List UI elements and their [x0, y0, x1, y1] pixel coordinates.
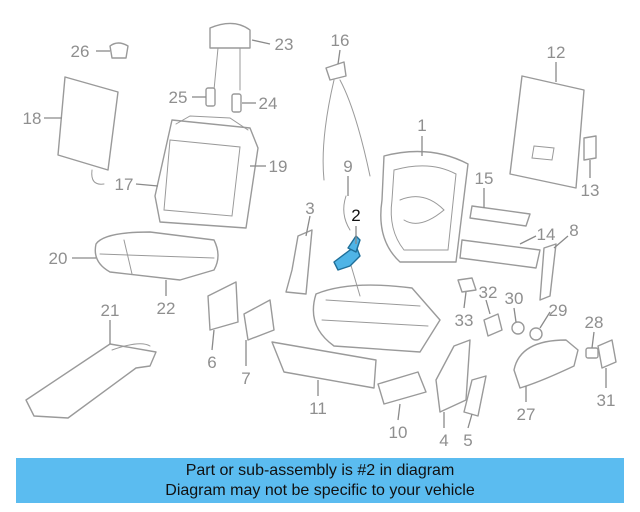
leader-29	[539, 311, 551, 329]
part-24-guide	[231, 93, 242, 113]
part-11-trim	[271, 341, 377, 389]
part-5-trim	[463, 375, 487, 417]
callout-21: 21	[101, 301, 120, 320]
callout-20: 20	[49, 249, 68, 268]
part-21-floor-mat	[25, 343, 157, 419]
part-20-22-seat-cushion	[94, 231, 219, 281]
banner-line-1: Part or sub-assembly is #2 in diagram	[185, 462, 455, 479]
part-25-guide	[205, 87, 216, 107]
part-15-rail	[469, 205, 531, 227]
callout-26: 26	[71, 42, 90, 61]
callout-3: 3	[305, 199, 314, 218]
leader-28	[591, 331, 595, 349]
callout-8: 8	[569, 221, 578, 240]
callout-33: 33	[455, 311, 474, 330]
callout-27: 27	[517, 405, 536, 424]
leader-32	[485, 299, 491, 315]
part-8-trim	[539, 243, 557, 301]
callout-12: 12	[547, 43, 566, 62]
callout-9: 9	[343, 157, 352, 176]
part-29-cap	[529, 327, 543, 341]
part-6-panel	[207, 281, 239, 331]
part-23-headrest	[209, 22, 251, 91]
callout-10: 10	[389, 423, 408, 442]
callout-1: 1	[417, 116, 426, 135]
callout-2: 2	[351, 206, 360, 225]
callout-24: 24	[259, 94, 278, 113]
callout-13: 13	[581, 181, 600, 200]
leader-3	[305, 215, 311, 237]
leader-33	[463, 291, 467, 309]
callout-23: 23	[275, 35, 294, 54]
callout-17: 17	[115, 175, 134, 194]
part-4-side-cover	[435, 339, 471, 413]
part-1-seat-frame	[312, 150, 469, 353]
part-18-seatback-panel	[57, 76, 119, 185]
part-28-bolt	[585, 347, 599, 359]
callout-5: 5	[463, 431, 472, 450]
part-32-knob	[483, 313, 503, 337]
callout-7: 7	[241, 369, 250, 388]
callout-18: 18	[23, 109, 42, 128]
callout-6: 6	[207, 353, 216, 372]
callout-16: 16	[331, 31, 350, 50]
parts-diagram: 1 2 3 4 5 6 7 8 9 10 11 12 13 14 15 16 1…	[23, 22, 617, 450]
leader-30	[513, 307, 517, 323]
part-33-clip	[457, 277, 477, 293]
callout-29: 29	[549, 301, 568, 320]
leader-8	[553, 235, 569, 249]
part-7-bracket	[243, 299, 275, 341]
callout-25: 25	[169, 88, 188, 107]
part-12-inner	[531, 145, 555, 161]
part-16-cable	[322, 61, 371, 181]
callout-28: 28	[585, 313, 604, 332]
part-14-rail	[459, 239, 541, 269]
callout-32: 32	[479, 283, 498, 302]
leader-17	[135, 183, 159, 187]
leader-23	[251, 39, 271, 45]
part-26-bracket	[109, 42, 129, 59]
callout-15: 15	[475, 169, 494, 188]
callout-14: 14	[537, 225, 556, 244]
part-2-highlighted	[333, 235, 361, 271]
part-10-bracket	[377, 371, 427, 405]
callout-30: 30	[505, 289, 524, 308]
part-30-cap	[511, 321, 525, 335]
leader-6	[211, 329, 215, 351]
part-3-bracket	[285, 229, 313, 295]
info-banner: Part or sub-assembly is #2 in diagram Di…	[16, 458, 624, 503]
callout-19: 19	[269, 157, 288, 176]
callout-22: 22	[157, 299, 176, 318]
part-17-19-seatback-cushion	[154, 115, 259, 229]
callout-11: 11	[309, 399, 327, 418]
part-12-rear-panel	[509, 75, 585, 189]
leader-14	[519, 235, 537, 245]
part-13-latch	[583, 135, 597, 161]
part-9-rod	[343, 195, 351, 231]
leader-5	[467, 413, 473, 429]
part-27-armrest	[513, 339, 579, 389]
leader-16	[337, 49, 341, 65]
leader-10	[397, 403, 401, 421]
callout-4: 4	[439, 431, 448, 450]
callout-31: 31	[597, 391, 616, 410]
part-31-hinge	[597, 339, 617, 369]
banner-line-2: Diagram may not be specific to your vehi…	[165, 482, 475, 499]
